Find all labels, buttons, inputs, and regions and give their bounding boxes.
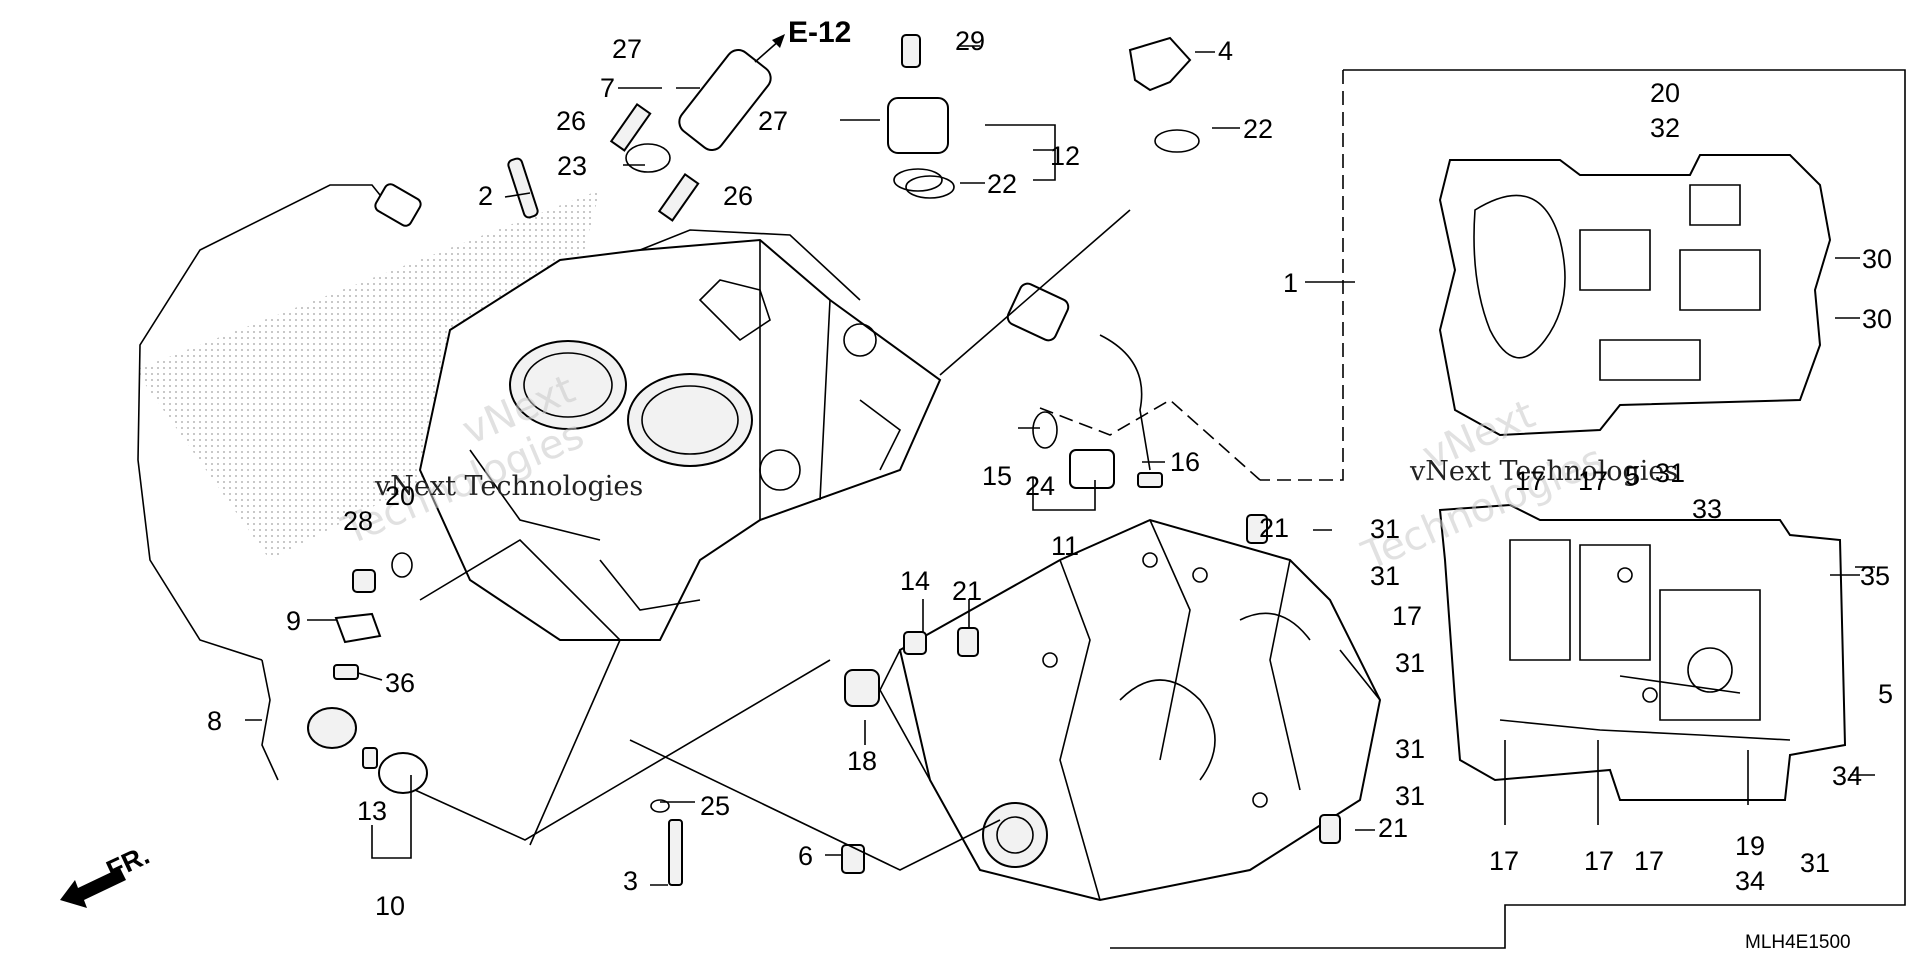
lower-crankcase-illustration — [879, 518, 1382, 902]
callout-28: 28 — [343, 506, 373, 536]
callout-5-right: 5 — [1878, 679, 1893, 709]
callout-31-c: 31 — [1370, 561, 1400, 591]
lower-case-bottom-view — [1438, 503, 1847, 801]
callout-19: 19 — [1735, 831, 1765, 861]
callout-30-b: 30 — [1862, 304, 1892, 334]
callout-27-right: 27 — [758, 106, 788, 136]
callout-21-mid: 21 — [952, 576, 982, 606]
callout-22-plug: 22 — [1243, 114, 1273, 144]
callout-34-bottom: 34 — [1735, 866, 1765, 896]
callout-23: 23 — [557, 151, 587, 181]
callout-8: 8 — [207, 706, 222, 736]
callout-36: 36 — [385, 668, 415, 698]
callout-26-bottom: 26 — [723, 181, 753, 211]
callout-34-right: 34 — [1832, 761, 1862, 791]
diagram-code: MLH4E1500 — [1745, 932, 1851, 953]
callout-31-d: 31 — [1395, 648, 1425, 678]
watermark-inline-left: vNext Technologies — [374, 471, 643, 502]
leader-lines — [245, 45, 1875, 886]
callout-5-top: 5 — [1625, 461, 1640, 491]
front-arrow-icon — [60, 868, 126, 908]
callout-32: 32 — [1650, 113, 1680, 143]
callout-14: 14 — [900, 566, 930, 596]
callout-24: 24 — [1025, 471, 1055, 501]
callout-17-a: 17 — [1515, 466, 1545, 496]
inset-frame — [1110, 69, 1906, 949]
reference-arrow — [754, 34, 785, 63]
callout-17-g: 17 — [1634, 846, 1664, 876]
callout-2: 2 — [478, 181, 493, 211]
callout-20-left: 20 — [385, 481, 415, 511]
callout-21-bottom: 21 — [1378, 813, 1408, 843]
callout-30-a: 30 — [1862, 244, 1892, 274]
upper-case-bottom-view — [1438, 154, 1832, 437]
callout-16: 16 — [1170, 447, 1200, 477]
upper-crankcase-illustration — [418, 229, 942, 641]
callout-12: 12 — [1050, 141, 1080, 171]
callout-31-f: 31 — [1395, 781, 1425, 811]
callout-25: 25 — [700, 791, 730, 821]
callout-17-c: 17 — [1392, 601, 1422, 631]
callout-17-d: 17 — [1489, 846, 1519, 876]
cylinder-bore-right — [627, 373, 753, 467]
callout-22-sensor: 22 — [987, 169, 1017, 199]
callout-4: 4 — [1218, 36, 1233, 66]
callout-3: 3 — [623, 866, 638, 896]
wire-harness-8 — [137, 184, 393, 781]
callout-33: 33 — [1692, 494, 1722, 524]
callout-18: 18 — [847, 746, 877, 776]
callout-31-b: 31 — [1370, 514, 1400, 544]
stipple-shading — [135, 190, 600, 560]
watermark-inline-right: vNext Technologies — [1409, 456, 1678, 487]
callout-21-top: 21 — [1259, 513, 1289, 543]
callout-9: 9 — [286, 606, 301, 636]
callout-35: 35 — [1860, 561, 1890, 591]
callout-15: 15 — [982, 461, 1012, 491]
callout-31-a: 31 — [1655, 458, 1685, 488]
callout-1: 1 — [1283, 268, 1298, 298]
callout-11: 11 — [1051, 531, 1079, 561]
callout-17-b: 17 — [1578, 466, 1608, 496]
callout-29: 29 — [955, 26, 985, 56]
crank-journal-left — [982, 802, 1048, 868]
callout-31-e: 31 — [1395, 734, 1425, 764]
callout-27-top: 27 — [612, 34, 642, 64]
callout-10: 10 — [375, 891, 405, 921]
callout-20-inset: 20 — [1650, 78, 1680, 108]
callout-13: 13 — [357, 796, 387, 826]
reference-label: E-12 — [788, 16, 851, 49]
callout-17-e: 17 — [1584, 846, 1614, 876]
callouts: 1 2 3 4 5 5 6 7 8 9 10 11 12 13 14 15 16… — [207, 26, 1893, 921]
callout-31-g: 31 — [1800, 848, 1830, 878]
callout-6: 6 — [798, 841, 813, 871]
cylinder-bore-left — [509, 340, 627, 430]
callout-26-top: 26 — [556, 106, 586, 136]
callout-7: 7 — [600, 73, 615, 103]
